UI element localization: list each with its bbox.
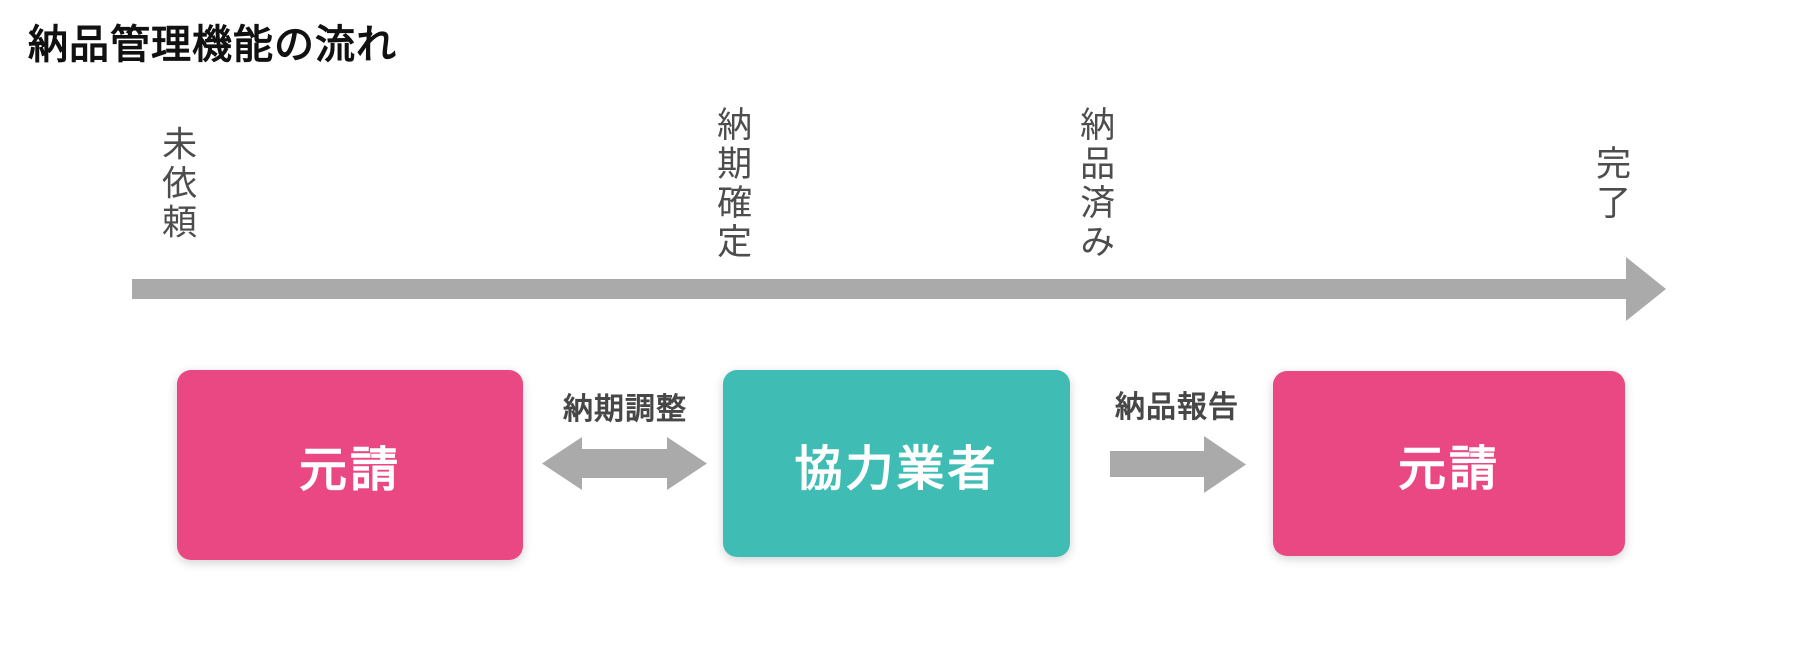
page-title: 納品管理機能の流れ: [28, 23, 397, 67]
right-arrow-icon: [1110, 436, 1246, 493]
flow-node-label: 協力業者: [794, 442, 999, 496]
stage-label-delivery-date-fixed: 納期確定: [712, 106, 752, 262]
timeline-right-arrow-icon: [132, 257, 1666, 321]
bidirectional-arrow-icon: [542, 437, 707, 490]
flow-node-subcontractor: 協力業者: [723, 370, 1070, 557]
stage-label-completed: 完了: [1591, 145, 1631, 223]
flow-node-label: 元請: [298, 444, 401, 497]
flow-node-label: 元請: [1397, 442, 1500, 496]
flow-node-contractor-right: 元請: [1273, 371, 1625, 556]
connector-label-delivery-report: 納品報告: [1115, 391, 1239, 424]
stage-label-delivered: 納品済み: [1075, 106, 1115, 262]
flow-node-contractor-left: 元請: [177, 370, 523, 560]
stage-label-not-requested: 未依頼: [157, 125, 197, 243]
connector-label-delivery-date-adjustment: 納期調整: [563, 393, 687, 426]
